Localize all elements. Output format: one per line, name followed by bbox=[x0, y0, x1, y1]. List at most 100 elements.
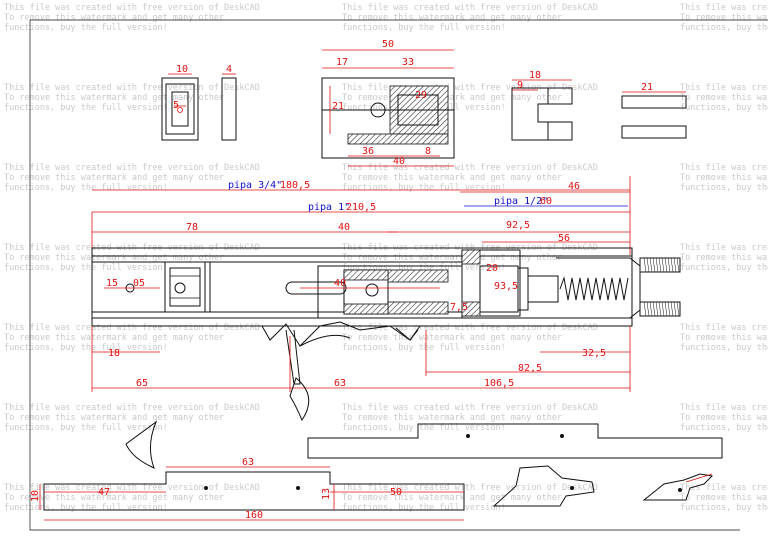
main-assembly: 15 05 40 93,5 20 7,5 bbox=[91, 247, 681, 385]
watermark-text: functions, buy the full version! bbox=[342, 23, 506, 33]
dim-part-a-width: 10 bbox=[176, 64, 188, 75]
part-e-bars: 21 bbox=[621, 82, 687, 139]
watermark-text: To remove this watermark and get many ot… bbox=[4, 333, 224, 343]
watermark-text: To remove this watermark and get many ot… bbox=[342, 493, 562, 503]
dim-assy-15: 15 bbox=[106, 278, 118, 289]
dim-plate-63: 63 bbox=[242, 457, 254, 468]
watermark-text: functions, buy the full version! bbox=[680, 423, 768, 433]
watermark-text: functions, buy the full version! bbox=[4, 503, 168, 513]
dim-part-c-right-small: 8 bbox=[425, 146, 431, 157]
dim-part-c-height: 21 bbox=[332, 101, 344, 112]
watermark-text: This file was created with free version … bbox=[680, 323, 768, 333]
dim-assy-46: 46 bbox=[568, 181, 580, 192]
drawing-border bbox=[29, 19, 768, 531]
trigger-piece bbox=[289, 377, 310, 422]
watermark-text: To remove this watermark and get many ot… bbox=[342, 333, 562, 343]
watermark-text: To remove this watermark and get many ot… bbox=[342, 173, 562, 183]
dim-part-d-width: 18 bbox=[529, 70, 541, 81]
watermark-text: This file was created with free version … bbox=[342, 163, 598, 173]
dim-assy-18: 18 bbox=[108, 348, 120, 359]
dim-assy-63: 63 bbox=[334, 378, 346, 389]
dim-part-a-small: 5 bbox=[173, 100, 179, 111]
watermark-text: This file was created with free version … bbox=[680, 403, 768, 413]
watermark-text: This file was created with free version … bbox=[4, 3, 260, 13]
watermark-text: To remove this watermark and get many ot… bbox=[4, 413, 224, 423]
watermark-text: This file was created with free version … bbox=[680, 483, 768, 493]
watermark-text: This file was created with free version … bbox=[342, 483, 598, 493]
watermark-text: To remove this watermark and get many ot… bbox=[680, 13, 768, 23]
dim-part-c-right: 33 bbox=[402, 57, 414, 68]
watermark-text: To remove this watermark and get many ot… bbox=[342, 13, 562, 23]
dim-part-d-small: 9 bbox=[517, 80, 523, 91]
watermark-text: functions, buy the full version! bbox=[4, 263, 168, 273]
dim-assy-inner-40: 40 bbox=[334, 278, 346, 289]
watermark-text: This file was created with free version … bbox=[4, 163, 260, 173]
watermark-text: To remove this watermark and get many ot… bbox=[680, 493, 768, 503]
watermark-text: To remove this watermark and get many ot… bbox=[680, 173, 768, 183]
watermark-text: This file was created with free version … bbox=[342, 323, 598, 333]
watermark-text: functions, buy the full version! bbox=[4, 103, 168, 113]
pipe-label-3-4: pipa 3/4" bbox=[228, 180, 282, 191]
watermark-text: This file was created with free version … bbox=[342, 83, 598, 93]
dim-assy-210-5: 210,5 bbox=[346, 202, 376, 213]
watermark-text: This file was created with free version … bbox=[680, 3, 768, 13]
watermark-text: This file was created with free version … bbox=[680, 243, 768, 253]
dim-part-c-lower: 40 bbox=[393, 156, 405, 167]
dim-part-b-width: 4 bbox=[226, 64, 232, 75]
dim-assy-92-5: 92,5 bbox=[506, 220, 530, 231]
watermark-text: This file was created with free version … bbox=[4, 323, 260, 333]
part-d-c-shape: 18 9 bbox=[511, 70, 573, 141]
watermark-text: This file was created with free version … bbox=[680, 163, 768, 173]
watermark-text: functions, buy the full version! bbox=[4, 423, 168, 433]
watermark-text: To remove this watermark and get many ot… bbox=[342, 93, 562, 103]
part-b-strip: 4 bbox=[221, 64, 237, 141]
watermark-text: functions, buy the full version! bbox=[342, 503, 506, 513]
dim-assy-20: 20 bbox=[486, 263, 498, 274]
watermark-text: functions, buy the full version! bbox=[342, 263, 506, 273]
dim-plate-50: 50 bbox=[390, 487, 402, 498]
watermark-text: This file was created with free version … bbox=[4, 403, 260, 413]
part-a-bracket: 10 5 bbox=[161, 64, 199, 141]
watermark-text: functions, buy the full version! bbox=[342, 343, 506, 353]
watermark-text: functions, buy the full version! bbox=[680, 23, 768, 33]
dim-assy-05: 05 bbox=[133, 278, 145, 289]
watermark-text: functions, buy the full version! bbox=[680, 343, 768, 353]
dim-part-c-inner: 29 bbox=[415, 90, 427, 101]
watermark-text: functions, buy the full version! bbox=[342, 183, 506, 193]
watermark-text: To remove this watermark and get many ot… bbox=[4, 493, 224, 503]
dim-part-c-bottom: 36 bbox=[362, 146, 374, 157]
pipe-label-1-2: pipa 1/2" bbox=[494, 196, 548, 207]
watermark-text: To remove this watermark and get many ot… bbox=[680, 253, 768, 263]
watermark-text: To remove this watermark and get many ot… bbox=[4, 93, 224, 103]
watermark-text: functions, buy the full version! bbox=[680, 263, 768, 273]
watermark-text: functions, buy the full version! bbox=[4, 183, 168, 193]
watermark-text: functions, buy the full version! bbox=[342, 423, 506, 433]
watermark-text: functions, buy the full version! bbox=[4, 343, 168, 353]
dim-part-c-left: 17 bbox=[336, 57, 348, 68]
watermark-text: To remove this watermark and get many ot… bbox=[680, 413, 768, 423]
watermark-text: To remove this watermark and get many ot… bbox=[680, 333, 768, 343]
watermark-text: functions, buy the full version! bbox=[680, 503, 768, 513]
watermark-text: This file was created with free version … bbox=[342, 3, 598, 13]
dim-assy-7-5: 7,5 bbox=[450, 302, 468, 313]
dim-plate-13: 13 bbox=[321, 488, 332, 500]
crescent-piece bbox=[125, 420, 158, 469]
hook-part-right bbox=[642, 473, 714, 501]
dim-plate-47: 47 bbox=[98, 487, 110, 498]
dim-part-e-width: 21 bbox=[641, 82, 653, 93]
dim-assy-180-5: 180,5 bbox=[280, 180, 310, 191]
dim-part-c-total: 50 bbox=[382, 39, 394, 50]
watermark-text: This file was created with free version … bbox=[4, 83, 260, 93]
dim-plate-10: 10 bbox=[30, 490, 41, 502]
watermark-text: This file was created with free version … bbox=[342, 403, 598, 413]
assembly-lower-dims: 18 32,5 82,5 65 63 106,5 bbox=[91, 326, 631, 392]
dim-assy-93-5: 93,5 bbox=[494, 281, 518, 292]
hook-part-left bbox=[492, 465, 595, 507]
dim-assy-60: 60 bbox=[540, 196, 552, 207]
dim-assy-78: 78 bbox=[186, 222, 198, 233]
dim-assy-56: 56 bbox=[558, 233, 570, 244]
dim-assy-40: 40 bbox=[338, 222, 350, 233]
watermark-text: This file was created with free version … bbox=[4, 483, 260, 493]
